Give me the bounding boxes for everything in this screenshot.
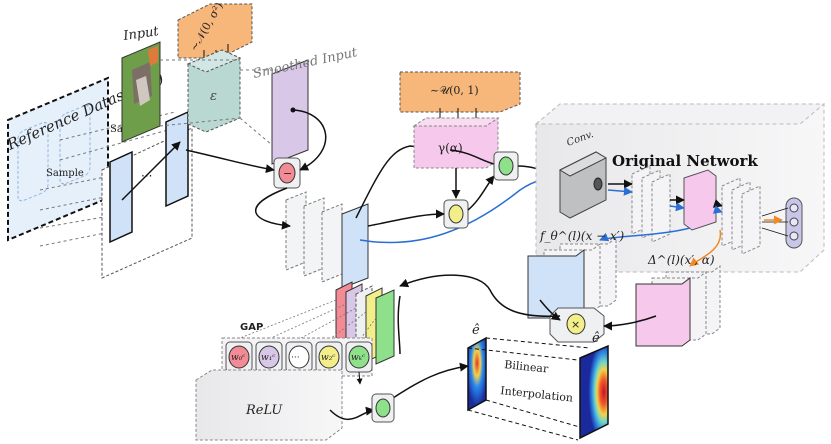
bilinear-label: Bilinear: [504, 358, 550, 376]
e-hat-right: ê: [592, 331, 600, 346]
delta-stack: Δ^(l)(x′, α): [635, 253, 721, 347]
relu-label: ReLU: [245, 403, 283, 418]
gap-label: GAP: [240, 322, 263, 333]
interpolation-label: Interpolation: [500, 384, 574, 405]
svg-text:−: −: [283, 167, 292, 180]
multiply-op: ×: [549, 307, 605, 343]
uniform-noise-block: ~𝒰(0, 1): [399, 71, 521, 129]
interpolation-lines: [467, 337, 591, 441]
sampled-frames: ···: [101, 110, 193, 279]
smoothed-input: Smoothed Input: [252, 45, 359, 165]
gap-cell-3: w₂ᶜ: [315, 341, 343, 373]
original-network-title: Original Network: [612, 152, 758, 170]
gap-cell-1: w₁ᶜ: [255, 341, 283, 373]
input-label: Input: [121, 24, 160, 44]
gap-value-3: w₂ᶜ: [321, 353, 335, 363]
gap-value-0: w₀ᶜ: [231, 353, 245, 363]
small-heatmap: ê: [467, 323, 487, 412]
alpha-op: [443, 199, 469, 229]
gap-value-1: w₁ᶜ: [261, 353, 275, 363]
gap-cell-0: w₀ᶜ: [225, 341, 253, 373]
epsilon-label: ε: [210, 89, 217, 104]
input-to-epsilon-lines: [159, 59, 279, 151]
add-op-bottom: [371, 393, 395, 423]
e-hat-left: ê: [472, 323, 480, 338]
gap-value-4: wₖᶜ: [351, 353, 365, 363]
gap-cell-2: ···: [285, 341, 313, 373]
gap-cell-4: wₖᶜ: [345, 341, 373, 373]
input-image: Input: [121, 24, 161, 143]
gap-value-2: ···: [291, 353, 300, 363]
difference-stack: [285, 191, 369, 289]
large-heatmap: ê: [579, 331, 609, 440]
delta-label: Δ^(l)(x′, α): [647, 253, 715, 267]
f-theta-stack: f_θ^(l)(x − x′): [527, 229, 625, 319]
uniform-noise-label: ~𝒰(0, 1): [430, 84, 479, 97]
epsilon-box: ε: [186, 49, 242, 133]
svg-text:×: ×: [571, 318, 580, 331]
add-op-top: [493, 151, 519, 181]
f-theta-label: f_θ^(l)(x − x′): [539, 229, 625, 243]
gamma-label: γ(α): [438, 141, 463, 155]
relu-block: ReLU: [195, 369, 343, 441]
original-network: Original Network Conv.: [534, 103, 826, 273]
subtract-op: −: [273, 157, 301, 189]
sample-label-left: Sample: [46, 168, 84, 179]
